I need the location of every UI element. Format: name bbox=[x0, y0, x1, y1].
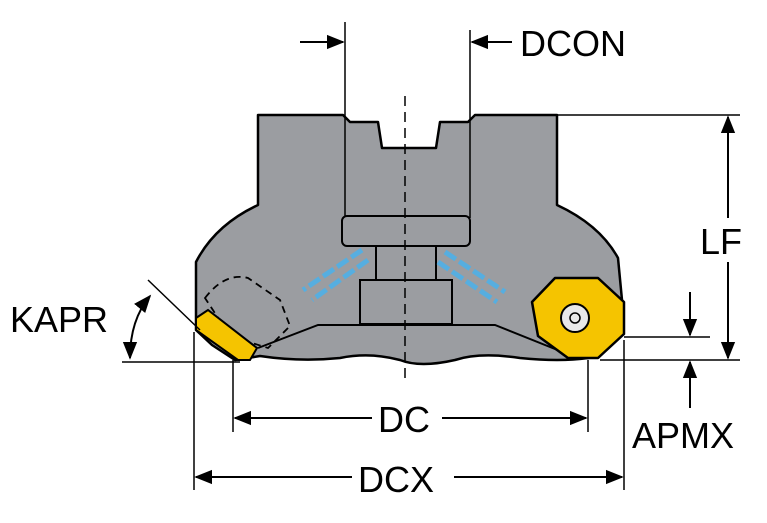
relief-line bbox=[257, 324, 571, 356]
kapr-label: KAPR bbox=[10, 299, 108, 340]
dc-dimension: DC bbox=[232, 360, 589, 440]
insert-left bbox=[195, 308, 259, 361]
dcon-label: DCON bbox=[520, 23, 626, 64]
kapr-dimension: KAPR bbox=[10, 279, 240, 363]
insert-right bbox=[530, 276, 626, 360]
dcon-dimension: DCON bbox=[300, 22, 626, 115]
dc-label: DC bbox=[378, 399, 430, 440]
insert-screw-icon bbox=[560, 303, 590, 333]
lf-dimension: LF bbox=[557, 114, 754, 361]
apmx-dimension: APMX bbox=[624, 292, 734, 456]
bore-stem bbox=[375, 245, 437, 281]
bore-cap bbox=[341, 215, 471, 247]
lf-label: LF bbox=[700, 221, 742, 262]
apmx-label: APMX bbox=[632, 415, 734, 456]
cutter-body bbox=[194, 113, 624, 366]
hidden-pocket bbox=[203, 276, 292, 350]
bore-base bbox=[359, 279, 453, 325]
coolant-channels bbox=[301, 247, 507, 305]
dcx-label: DCX bbox=[358, 459, 434, 500]
dcx-dimension: DCX bbox=[193, 332, 625, 500]
